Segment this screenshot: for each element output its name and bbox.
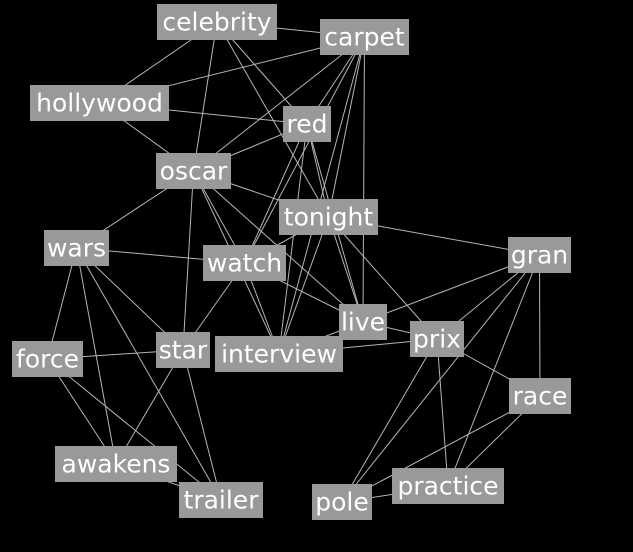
node-interview: interview [215,336,343,372]
node-label-hollywood: hollywood [36,89,163,118]
edge-tonight-interview [278,216,329,355]
edge-gran-race [539,254,541,397]
node-practice: practice [392,468,504,504]
node-label-celebrity: celebrity [162,8,271,37]
node-box-red [283,106,331,142]
node-box-star [156,332,210,368]
node-box-watch [203,245,286,281]
node-oscar: oscar [156,153,231,189]
node-box-celebrity [157,4,277,40]
node-pole: pole [312,484,372,520]
edge-prix-pole [341,338,438,503]
node-star: star [156,332,210,368]
edge-red-watch [244,123,308,264]
edge-gran-pole [341,254,540,503]
edge-wars-trailer [76,247,222,501]
node-label-trailer: trailer [184,486,260,515]
node-label-practice: practice [397,472,498,501]
node-box-tonight [279,199,378,235]
node-race: race [509,378,571,414]
node-label-gran: gran [511,241,568,270]
node-label-live: live [341,308,385,337]
node-watch: watch [203,245,286,281]
node-label-carpet: carpet [324,23,405,52]
node-hollywood: hollywood [30,85,169,121]
node-label-force: force [16,345,79,374]
edge-prix-practice [436,338,449,487]
node-carpet: carpet [320,19,409,55]
node-awakens: awakens [55,446,177,482]
node-box-practice [392,468,504,504]
node-trailer: trailer [179,482,263,518]
edge-oscar-star [182,170,194,351]
node-box-awakens [55,446,177,482]
node-label-watch: watch [207,249,282,278]
node-label-awakens: awakens [62,450,171,479]
edge-carpet-live [362,36,365,323]
node-box-carpet [320,19,409,55]
node-box-trailer [179,482,263,518]
node-label-prix: prix [413,325,461,354]
edge-celebrity-tonight [216,21,329,218]
node-box-live [339,304,387,340]
edge-race-pole [341,395,541,503]
node-red: red [283,106,331,142]
edge-carpet-oscar [193,36,365,172]
node-label-red: red [287,110,328,139]
edge-carpet-interview [278,36,365,355]
node-force: force [12,341,83,377]
edge-force-trailer [47,358,222,501]
nodes-layer: celebritycarpethollywoodredoscartonightw… [12,4,571,520]
node-label-interview: interview [221,340,337,369]
node-label-race: race [513,382,568,411]
node-wars: wars [44,230,109,266]
edge-wars-force [47,247,77,360]
node-gran: gran [508,237,571,273]
node-box-interview [215,336,343,372]
node-box-oscar [156,153,231,189]
node-label-star: star [159,336,208,365]
node-box-pole [312,484,372,520]
edge-star-awakens [115,349,184,465]
node-label-tonight: tonight [284,203,374,232]
node-prix: prix [410,321,464,357]
node-box-wars [44,230,109,266]
edge-red-interview [278,123,308,355]
node-box-prix [410,321,464,357]
edge-star-trailer [182,349,222,501]
node-box-gran [508,237,571,273]
node-box-race [509,378,571,414]
node-box-hollywood [30,85,169,121]
node-box-force [12,341,83,377]
node-label-oscar: oscar [160,157,228,186]
edge-celebrity-oscar [193,21,218,172]
node-live: live [339,304,387,340]
node-label-pole: pole [315,488,369,517]
edge-tonight-prix [328,216,438,340]
edge-carpet-watch [244,36,365,264]
node-celebrity: celebrity [157,4,277,40]
node-label-wars: wars [47,234,106,263]
node-tonight: tonight [279,199,378,235]
edge-carpet-tonight [328,36,365,218]
